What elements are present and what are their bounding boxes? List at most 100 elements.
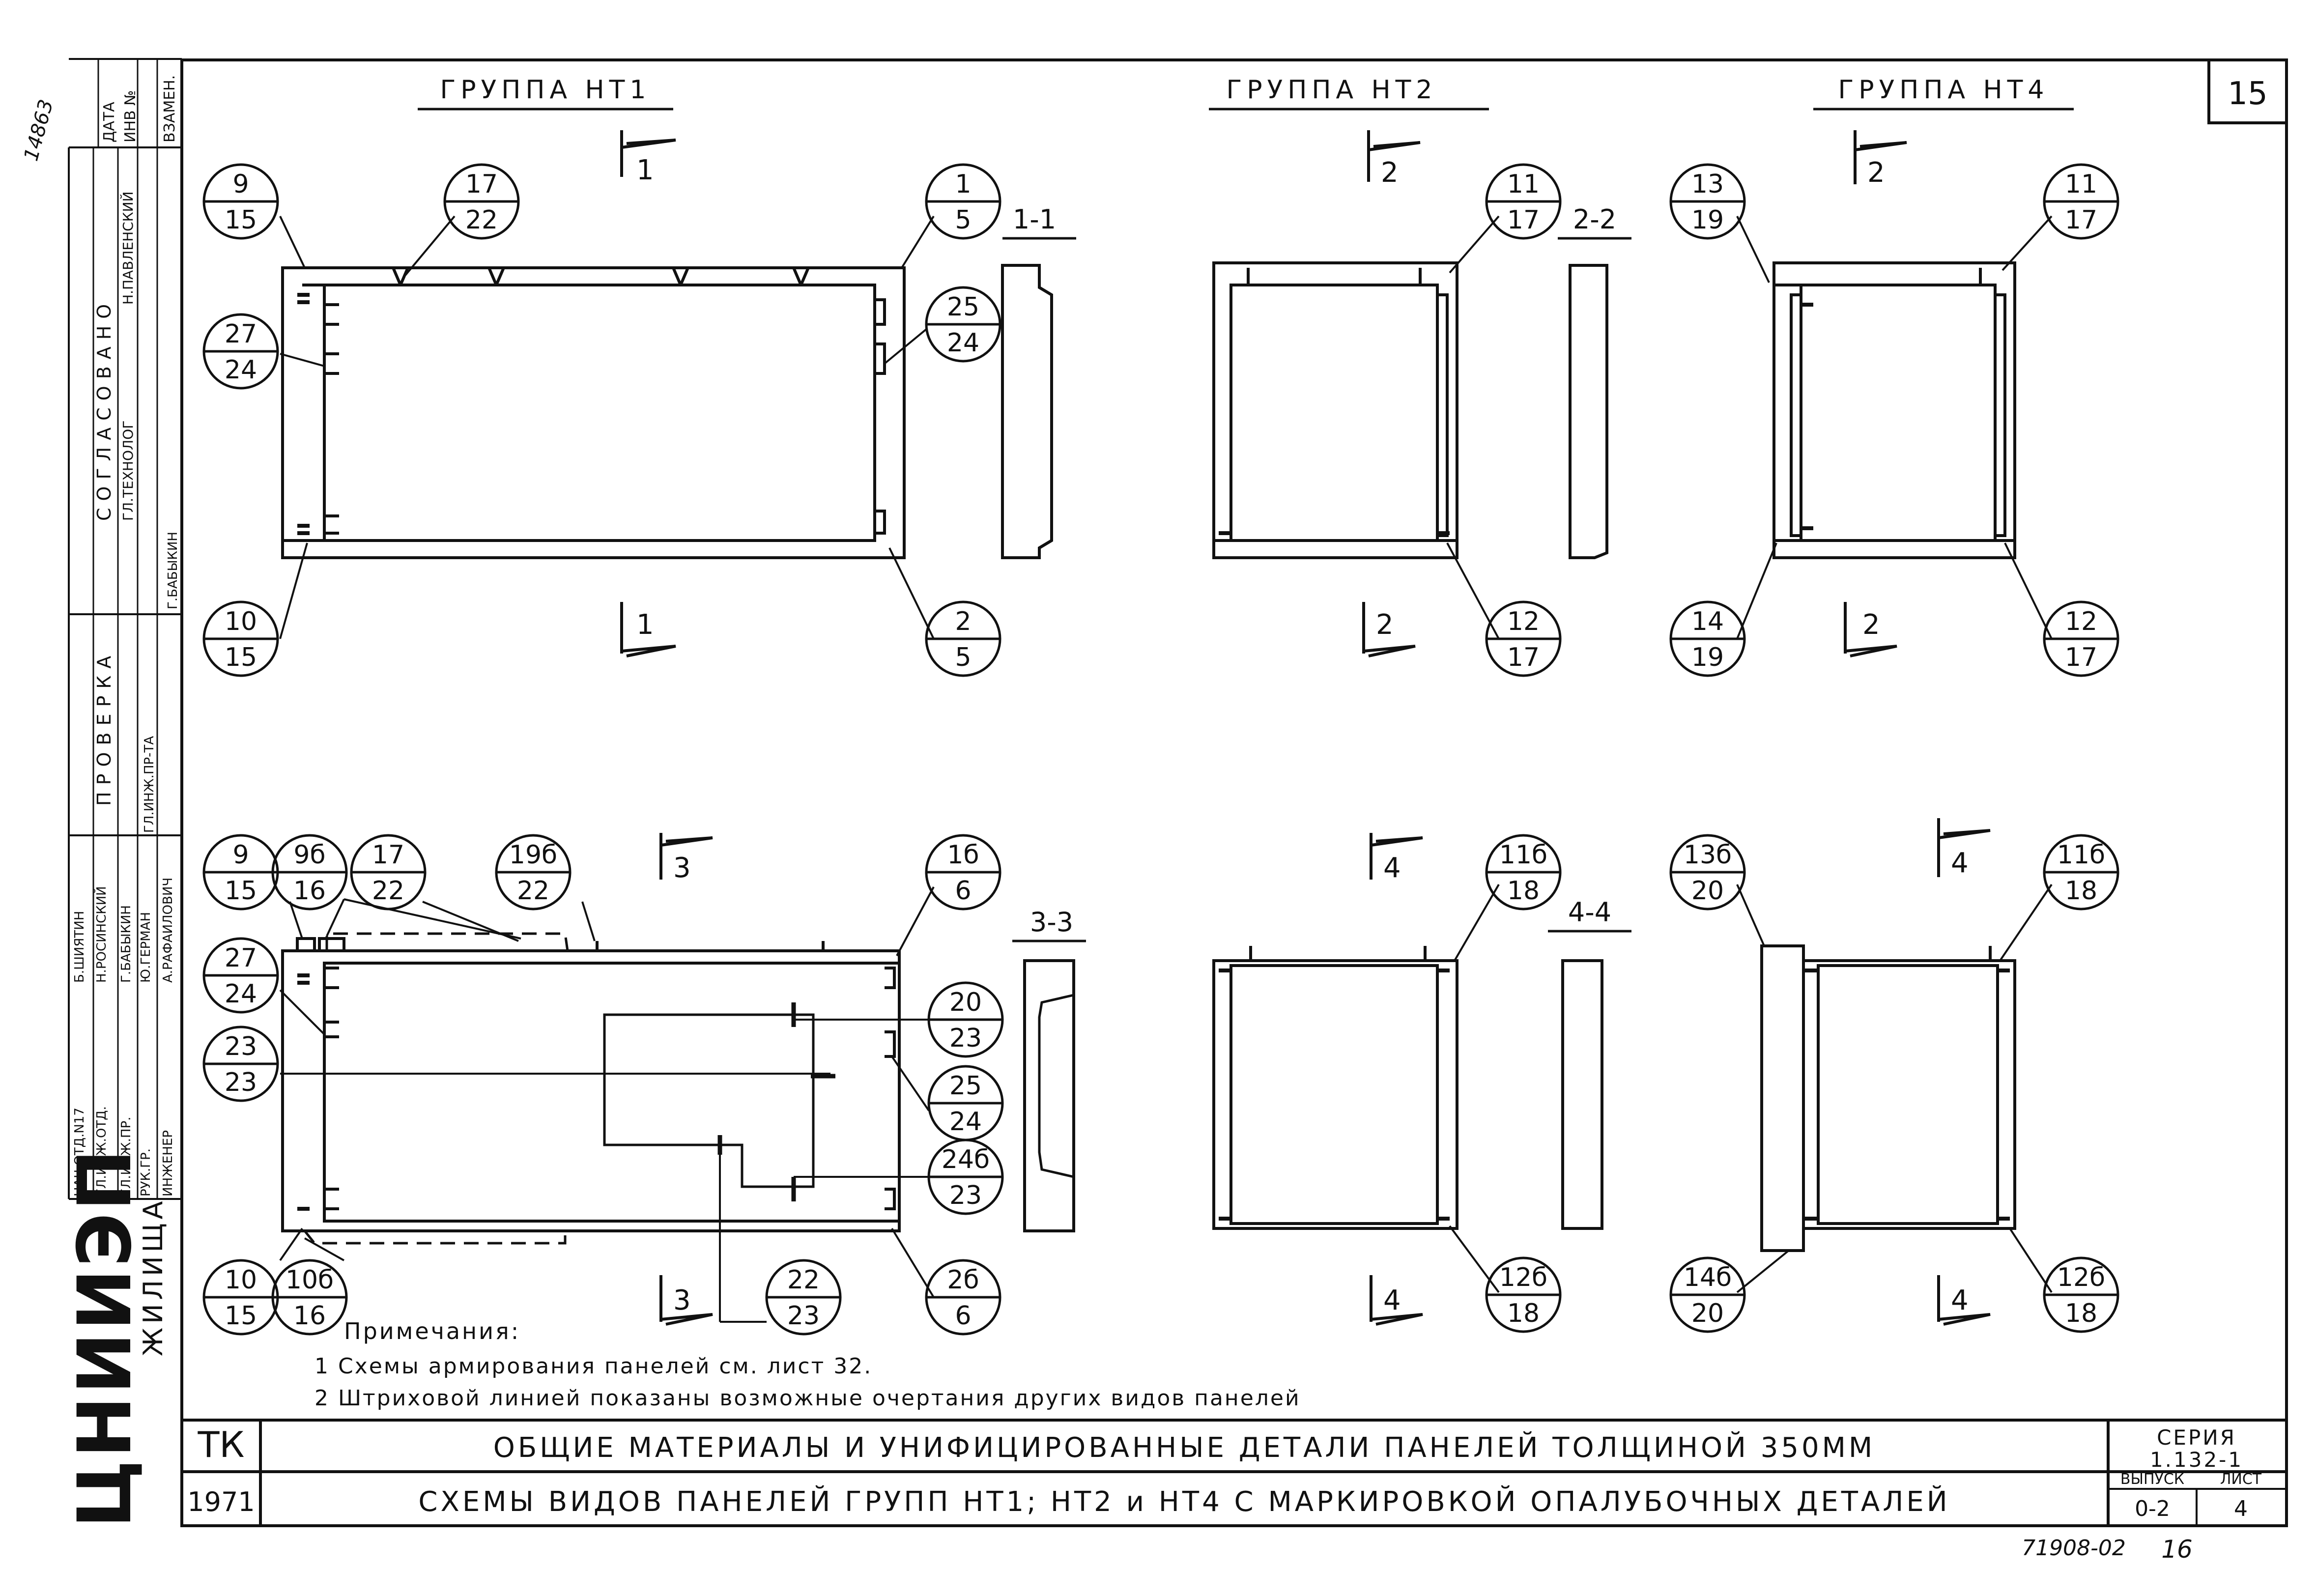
name-4: Ю.ГЕРМАН: [139, 912, 153, 983]
leader-lines: [279, 215, 2053, 1323]
notes: Примечания: 1 Схемы армирования панелей …: [315, 1318, 1301, 1411]
note-2: 2 Штриховой линией показаны возможные оч…: [315, 1386, 1301, 1411]
callout-bottom: 24: [947, 328, 979, 358]
callout-top: 11б: [2057, 840, 2105, 870]
notes-heading: Примечания:: [344, 1318, 520, 1344]
section-2-2: 2-2: [1558, 204, 1631, 559]
callout-top: 25: [947, 292, 979, 322]
page-number: 16: [2161, 1535, 2193, 1564]
callout-bottom: 23: [949, 1181, 982, 1210]
callout-bottom: 17: [1507, 205, 1540, 235]
gl-tech-label: ГЛ.ТЕХНОЛОГ: [120, 421, 136, 521]
name-5: А.РАФАИЛОВИЧ: [161, 878, 175, 983]
callout-bottom: 20: [1691, 876, 1724, 906]
callout-bottom: 17: [2065, 643, 2097, 672]
callout-bottom: 17: [2065, 205, 2097, 235]
callout-bottom: 5: [955, 643, 971, 672]
callout-top: 9: [232, 170, 249, 199]
note-1: 1 Схемы армирования панелей см. лист 32.: [315, 1354, 872, 1379]
pavlenskii-name: Н.ПАВЛЕНСКИЙ: [119, 192, 136, 305]
callout-top: 2б: [947, 1265, 979, 1295]
panel-ht1-variant: [281, 932, 901, 1245]
name-3: Г.БАБЫКИН: [119, 905, 134, 983]
callout-bottom: 23: [949, 1024, 982, 1053]
callout: 1б6: [925, 834, 1001, 911]
cut-label: 1: [636, 609, 654, 641]
callout-bottom: 15: [225, 876, 257, 906]
group-ht1-title: ГРУППА НТ1: [440, 75, 651, 105]
callout-bottom: 18: [2065, 876, 2097, 906]
name-1: Б.ШИЯТИН: [72, 911, 87, 983]
callout: 2б6: [925, 1259, 1001, 1336]
callout-bottom: 24: [225, 979, 257, 1009]
callout-bottom: 22: [517, 876, 549, 906]
panel-ht2: [1212, 261, 1458, 559]
callout-top: 12б: [1499, 1263, 1547, 1292]
callout: 915: [202, 163, 279, 240]
title-block: ТК 1971 ОБЩИЕ МАТЕРИАЛЫ И УНИФИЦИРОВАННЫ…: [182, 1419, 2287, 1564]
series-value: 1.132-1: [2150, 1448, 2243, 1472]
callout-bottom: 22: [465, 205, 498, 235]
cut-label: 4: [1383, 852, 1401, 884]
callout-top: 17: [372, 840, 404, 870]
callout-top: 14б: [1684, 1263, 1732, 1292]
callout-bottom: 17: [1507, 643, 1540, 672]
callout-top: 1: [955, 170, 971, 199]
callout: 25: [925, 600, 1001, 677]
cut-label: 4: [1951, 847, 1969, 879]
panel-ht1: [281, 266, 906, 559]
callout-bottom: 24: [225, 355, 257, 385]
callout-top: 11: [2065, 170, 2097, 199]
title-line-1: ОБЩИЕ МАТЕРИАЛЫ И УНИФИЦИРОВАННЫЕ ДЕТАЛИ…: [493, 1431, 1875, 1464]
panel-ht2-variant: [1212, 946, 1458, 1230]
callout-top: 17: [465, 170, 498, 199]
callout-top: 12: [2065, 607, 2097, 636]
callout-bottom: 22: [372, 876, 404, 906]
callout-bottom: 20: [1691, 1299, 1724, 1328]
proverka-label: ПРОВЕРКА: [93, 649, 115, 806]
title-line-2: СХЕМЫ ВИДОВ ПАНЕЛЕЙ ГРУПП НТ1; НТ2 и НТ4…: [418, 1485, 1950, 1518]
callout-top: 9: [232, 840, 249, 870]
section-4-4-label: 4-4: [1568, 897, 1611, 928]
callout-top: 25: [949, 1071, 982, 1101]
issue-value: 0-2: [2135, 1496, 2170, 1521]
section-1-1: 1-1: [1001, 204, 1076, 559]
cut-label: 4: [1383, 1284, 1401, 1316]
role-5: ИНЖЕНЕР: [161, 1130, 175, 1197]
vzamen-label: ВЗАМЕН.: [161, 75, 178, 142]
cut-label: 2: [1381, 157, 1399, 189]
title-year: 1971: [187, 1486, 255, 1517]
corner-number: 14863: [20, 97, 57, 164]
callout-bottom: 15: [225, 205, 257, 235]
babykin-name: Г.БАБЫКИН: [166, 532, 180, 609]
group-headings: ГРУППА НТ1 ГРУППА НТ2 ГРУППА НТ4: [418, 75, 2074, 111]
callout-bottom: 6: [955, 876, 971, 906]
callout-top: 1б: [947, 840, 979, 870]
section-3-3-label: 3-3: [1030, 907, 1073, 938]
sheet-number-box: 15: [2207, 58, 2288, 124]
callout-top: 12: [1507, 607, 1540, 636]
callout-top: 10б: [286, 1265, 334, 1295]
cut-label: 3: [673, 1284, 691, 1316]
cut-label: 2: [1376, 609, 1394, 641]
callout-top: 11: [1507, 170, 1540, 199]
callout-top: 27: [225, 319, 257, 349]
cut-label: 3: [673, 852, 691, 884]
